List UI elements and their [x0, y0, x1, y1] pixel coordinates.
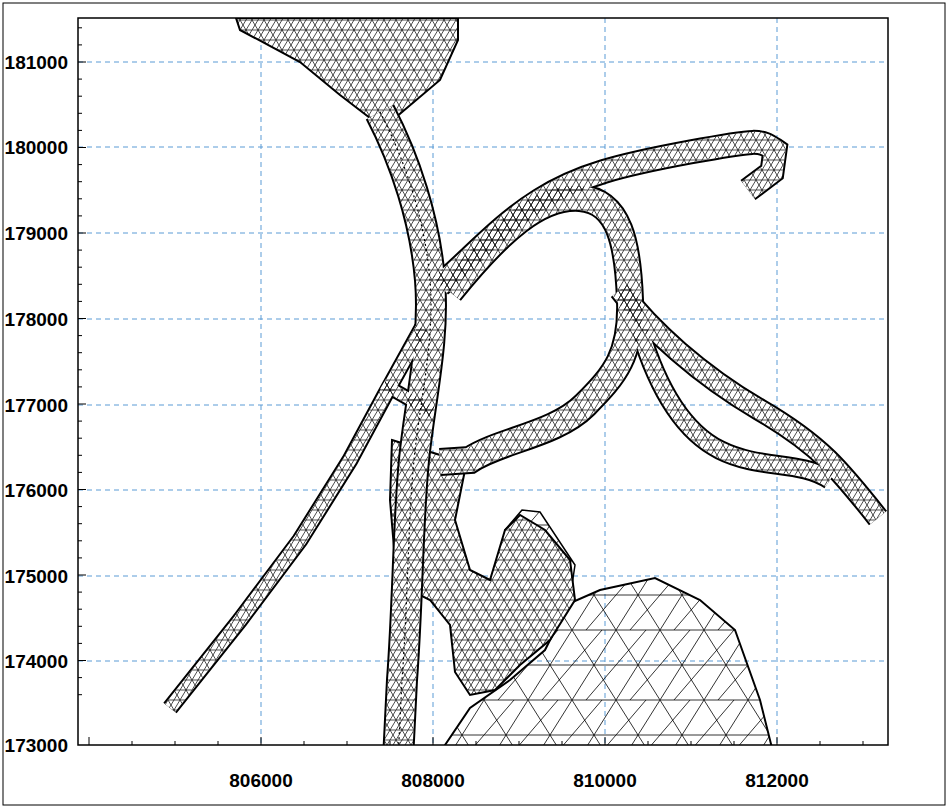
tick — [78, 421, 82, 422]
tick — [78, 472, 82, 473]
tick — [476, 741, 477, 745]
tick — [78, 643, 82, 644]
tick — [78, 369, 82, 370]
tick — [78, 267, 82, 268]
tick — [863, 741, 864, 745]
tick — [78, 284, 82, 285]
grid — [78, 18, 888, 745]
axis-label: 180000 — [5, 138, 68, 157]
tick — [78, 506, 82, 507]
axis-ticks — [78, 28, 863, 745]
axis-label: 179000 — [5, 224, 68, 243]
tick — [78, 694, 82, 695]
axis-label: 173000 — [5, 736, 68, 755]
tick — [78, 130, 82, 131]
axis-label: 808000 — [401, 771, 464, 790]
plot-frame — [78, 18, 888, 745]
tick — [78, 609, 82, 610]
tick — [78, 147, 86, 148]
tick — [132, 741, 133, 745]
tick — [78, 233, 86, 234]
mesh — [170, 18, 878, 745]
tick — [78, 215, 82, 216]
tick — [390, 741, 391, 745]
tick — [78, 352, 82, 353]
tick — [78, 523, 82, 524]
tick — [78, 660, 86, 661]
axis-label: 812000 — [745, 771, 808, 790]
tick — [78, 335, 82, 336]
tick — [78, 557, 82, 558]
tick — [78, 540, 82, 541]
tick — [562, 741, 563, 745]
tick — [78, 181, 82, 182]
tick — [78, 27, 82, 28]
tick — [78, 626, 82, 627]
axis-label: 174000 — [5, 652, 68, 671]
tick — [304, 741, 305, 745]
tick — [78, 301, 82, 302]
tick — [78, 198, 82, 199]
tick — [78, 250, 82, 251]
tick — [78, 79, 82, 80]
tick — [78, 386, 82, 387]
tick — [78, 404, 86, 405]
tick — [78, 44, 82, 45]
tick — [175, 741, 176, 745]
axis-label: 806000 — [229, 771, 292, 790]
tick — [78, 96, 82, 97]
axis-label: 178000 — [5, 310, 68, 329]
tick — [218, 741, 219, 745]
axis-label: 175000 — [5, 567, 68, 586]
tick — [78, 455, 82, 456]
tick — [261, 737, 262, 745]
axis-label: 177000 — [5, 396, 68, 415]
tick — [777, 737, 778, 745]
tick — [78, 592, 82, 593]
tick — [78, 62, 86, 63]
axis-label: 810000 — [573, 771, 636, 790]
tick — [734, 741, 735, 745]
tick — [648, 741, 649, 745]
tick — [605, 737, 606, 745]
axis-label: 181000 — [5, 53, 68, 72]
tick — [820, 741, 821, 745]
tick — [78, 113, 82, 114]
tick — [78, 438, 82, 439]
tick — [519, 741, 520, 745]
tick — [78, 677, 82, 678]
tick — [78, 489, 86, 490]
tick — [78, 318, 86, 319]
tick — [78, 164, 82, 165]
tick — [691, 741, 692, 745]
tick — [347, 741, 348, 745]
tick — [89, 737, 90, 745]
tick — [78, 575, 86, 576]
figure-border — [3, 3, 945, 805]
axis-label: 176000 — [5, 481, 68, 500]
tick — [433, 737, 434, 745]
